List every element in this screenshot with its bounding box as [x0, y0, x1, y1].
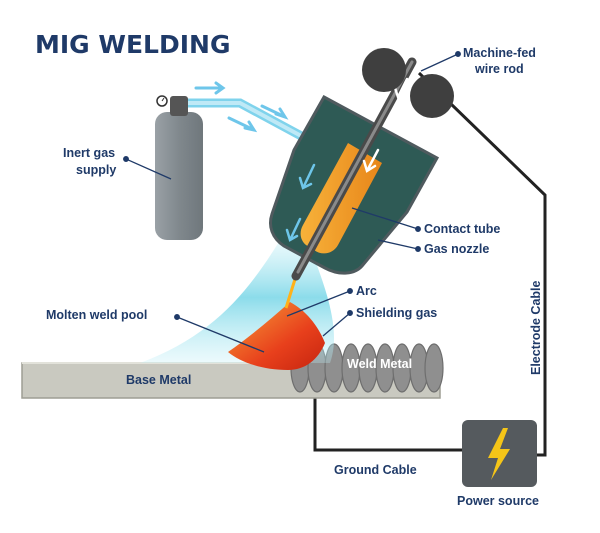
- base-metal-label: Base Metal: [126, 373, 191, 387]
- diagram-title: MIG WELDING: [35, 30, 230, 59]
- power-source: [462, 420, 537, 487]
- leader-lines: [123, 51, 461, 353]
- gas-hose: [182, 98, 308, 142]
- power-source-label: Power source: [457, 494, 539, 508]
- weld-metal-label: Weld Metal: [347, 357, 412, 371]
- wire-rod-label-line2: wire rod: [474, 62, 524, 76]
- arc-label: Arc: [356, 284, 377, 298]
- gas-flow-arrow-icon: [285, 163, 316, 242]
- arc: [284, 275, 298, 309]
- wire-feed-rollers: [362, 48, 454, 118]
- wire-feed-arrow-icon: [362, 77, 409, 173]
- welding-gun: [269, 57, 440, 281]
- electrode-cable: [417, 71, 547, 457]
- gas-cylinder: [155, 95, 203, 240]
- ground-cable: [313, 395, 462, 452]
- wire-rod-label-line1: Machine-fed: [463, 46, 536, 60]
- gas-supply-label-line1: Inert gas: [63, 146, 115, 160]
- molten-weld-pool-label: Molten weld pool: [46, 308, 147, 322]
- gas-flow-arrow-icon: [194, 81, 289, 133]
- ground-cable-label: Ground Cable: [334, 463, 417, 477]
- lightning-icon: [488, 428, 510, 480]
- gas-supply-label-line2: supply: [76, 163, 116, 177]
- shielding-gas-label: Shielding gas: [356, 306, 437, 320]
- gas-nozzle-label: Gas nozzle: [424, 242, 489, 256]
- contact-tube-label: Contact tube: [424, 222, 500, 236]
- electrode-cable-label: Electrode Cable: [529, 280, 543, 375]
- molten-weld-pool: [228, 302, 325, 370]
